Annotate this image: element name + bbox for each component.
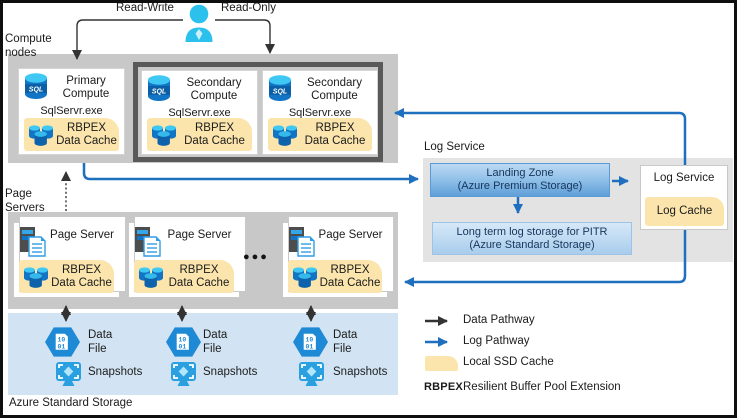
- landing-zone-box: Landing Zone (Azure Premium Storage): [430, 163, 610, 197]
- legend-rbpex-abbr: RBPEX: [424, 381, 463, 393]
- data-file-label: Data File: [333, 329, 358, 355]
- page-server-icon: [20, 227, 46, 257]
- landing-zone-line1: Landing Zone: [486, 167, 554, 179]
- page-server-title: Page Server: [50, 229, 114, 241]
- local-ssd-cache-swatch: [425, 356, 458, 371]
- sql-database-icon: [147, 75, 171, 102]
- cache-cylinders-icon: [23, 266, 49, 288]
- cache-cylinders-icon: [151, 124, 177, 146]
- process-name: SqlServr.exe: [40, 105, 103, 117]
- cache-line1: RBPEX: [315, 121, 355, 134]
- legend-rbpex-full: Resilient Buffer Pool Extension: [463, 381, 621, 393]
- snapshots-icon: [298, 361, 325, 387]
- page-server-title: Page Server: [167, 229, 232, 241]
- cache-line2: Data Cache: [168, 276, 230, 289]
- landing-zone-line2: (Azure Premium Storage): [457, 180, 583, 192]
- azure-standard-storage-label: Azure Standard Storage: [9, 397, 133, 409]
- longterm-log-storage-box: Long term log storage for PITR (Azure St…: [432, 222, 632, 255]
- cache-cylinders-icon: [138, 266, 164, 288]
- cache-line2: Data Cache: [184, 134, 245, 147]
- cache-line1: RBPEX: [67, 121, 106, 134]
- data-file-label: Data File: [203, 329, 228, 355]
- cache-line1: RBPEX: [62, 263, 101, 276]
- cache-line1: RBPEX: [330, 263, 370, 276]
- user-icon: [184, 4, 214, 42]
- data-file-icon: [166, 327, 201, 357]
- page-server-icon: [135, 227, 161, 257]
- cache-line2: Data Cache: [319, 276, 381, 289]
- legend-data-pathway-label: Data Pathway: [463, 314, 535, 326]
- snapshots-icon: [170, 361, 197, 387]
- cache-line2: Data Cache: [304, 134, 366, 147]
- legend-local-ssd-cache-label: Local SSD Cache: [463, 356, 554, 368]
- cache-line2: Data Cache: [51, 276, 112, 289]
- page-server-icon: [289, 227, 315, 257]
- more-page-servers-ellipsis: ●●●: [243, 251, 269, 263]
- primary-to-landing-arrow: [82, 163, 419, 184]
- snapshots-icon: [55, 361, 82, 387]
- page-servers-label: Page Servers: [5, 188, 45, 214]
- cache-cylinders-icon: [292, 266, 318, 288]
- log-service-box: Log Service Log Cache: [640, 165, 728, 230]
- longterm-line2: (Azure Standard Storage): [469, 239, 595, 251]
- sql-database-icon: [24, 73, 48, 100]
- longterm-line1: Long term log storage for PITR: [456, 226, 608, 238]
- cache-line2: Data Cache: [56, 134, 117, 147]
- data-file-icon: [293, 327, 328, 357]
- compute-nodes-label: Compute nodes: [5, 33, 52, 59]
- read-only-arrow: [215, 19, 275, 54]
- snapshots-label: Snapshots: [203, 366, 258, 378]
- secondary-replicas-group: [133, 62, 383, 162]
- cache-line1: RBPEX: [179, 263, 219, 276]
- data-file-icon: [45, 327, 80, 357]
- read-write-label: Read-Write: [116, 2, 174, 14]
- legend-log-pathway-label: Log Pathway: [463, 335, 530, 347]
- process-name: SqlServr.exe: [168, 107, 231, 119]
- sql-database-icon: [268, 75, 292, 102]
- log-service-box-title: Log Service: [653, 172, 715, 184]
- compute-box-title: Primary Compute: [62, 75, 110, 100]
- log-cache: Log Cache: [645, 197, 724, 226]
- snapshots-label: Snapshots: [333, 366, 388, 378]
- cache-line1: RBPEX: [195, 121, 234, 134]
- snapshots-label: Snapshots: [88, 366, 143, 378]
- compute-box-title: Secondary Compute: [186, 77, 242, 102]
- page-server-title: Page Server: [318, 229, 383, 241]
- log-service-group-label: Log Service: [424, 141, 485, 153]
- cache-cylinders-icon: [28, 124, 54, 146]
- data-file-label: Data File: [88, 329, 113, 355]
- azure-standard-storage-container: [8, 313, 398, 395]
- read-only-label: Read-Only: [221, 2, 276, 14]
- compute-box-title: Secondary Compute: [307, 77, 362, 102]
- process-name: SqlServr.exe: [288, 107, 352, 119]
- cache-cylinders-icon: [272, 124, 298, 146]
